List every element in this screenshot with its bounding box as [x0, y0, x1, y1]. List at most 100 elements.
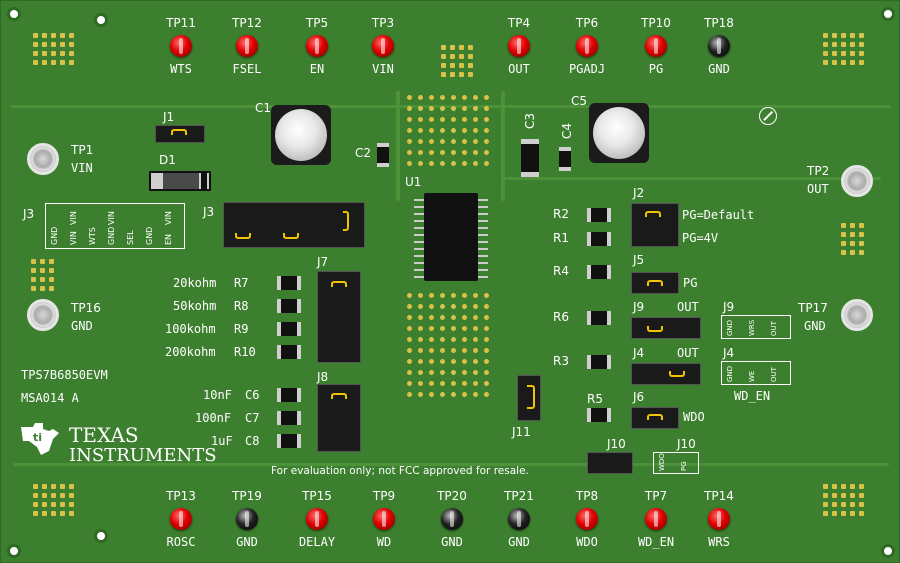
via [418, 139, 423, 144]
j9-shunt[interactable] [647, 326, 663, 332]
tp-tp19-probe[interactable] [236, 508, 258, 530]
via [473, 315, 478, 320]
via [429, 359, 434, 364]
tp-tp13-probe[interactable] [170, 508, 192, 530]
pad [40, 277, 45, 282]
via [473, 139, 478, 144]
pad [49, 268, 54, 273]
mounting-hole-bottom-right [881, 544, 895, 558]
tp-tp9-probe[interactable] [373, 508, 395, 530]
tp-tp3-probe[interactable] [372, 35, 394, 57]
pad [40, 268, 45, 273]
corner-pads-top-left [33, 33, 74, 65]
via [473, 337, 478, 342]
j10-ref-right: J10 [677, 437, 696, 451]
via-pads-right [841, 223, 864, 255]
r6-resistor [587, 311, 611, 325]
ti-logo-line1: TEXAS [69, 423, 139, 447]
j9-header [631, 317, 701, 339]
pad [841, 484, 846, 489]
via [440, 304, 445, 309]
j3-shunt-3[interactable] [343, 211, 349, 231]
tp-ref-tp9: TP9 [372, 489, 396, 503]
pad [841, 493, 846, 498]
pad [60, 33, 65, 38]
tp2-ref: TP2 [807, 164, 830, 178]
via [407, 304, 412, 309]
u1-pin-left [414, 241, 424, 243]
tp17-gnd-terminal[interactable] [841, 299, 873, 331]
via [429, 106, 434, 111]
pad [823, 51, 828, 56]
pad [832, 51, 837, 56]
via [451, 304, 456, 309]
pad [859, 42, 864, 47]
j10-header [587, 452, 633, 474]
tp-tp11-probe[interactable] [170, 35, 192, 57]
tp-net-tp18: GND [708, 62, 730, 76]
j3-shunt-2[interactable] [283, 233, 299, 239]
tp16-gnd-terminal[interactable] [27, 299, 59, 331]
j11-shunt[interactable] [527, 385, 535, 409]
pad [468, 63, 473, 68]
j2-shunt[interactable] [645, 211, 661, 217]
via [462, 370, 467, 375]
tp-tp12-probe[interactable] [236, 35, 258, 57]
tp-tp20-probe[interactable] [441, 508, 463, 530]
tp-tp14-probe[interactable] [708, 508, 730, 530]
pad [33, 493, 38, 498]
via [418, 337, 423, 342]
via [473, 128, 478, 133]
via [462, 315, 467, 320]
j1-shunt[interactable] [171, 129, 187, 135]
via [407, 337, 412, 342]
j6-shunt[interactable] [647, 414, 663, 420]
via [418, 117, 423, 122]
tp-tp15-probe[interactable] [306, 508, 328, 530]
tp-tp10-probe[interactable] [645, 35, 667, 57]
j8-shunt[interactable] [331, 393, 347, 399]
pg-default-label: PG=Default [682, 208, 755, 222]
via [429, 139, 434, 144]
tp-tp8-probe[interactable] [576, 508, 598, 530]
pad [441, 72, 446, 77]
tp-tp21-probe[interactable] [508, 508, 530, 530]
j4-pin-label-box [721, 361, 791, 385]
u1-pin-right [478, 276, 488, 278]
via [473, 392, 478, 397]
tp2-out-terminal[interactable] [841, 165, 873, 197]
pad [69, 511, 74, 516]
j5-shunt[interactable] [647, 280, 663, 286]
ti-logo-icon: ti [19, 419, 61, 457]
j3-pin-label: GND [50, 226, 59, 245]
tp-tp7-probe[interactable] [645, 508, 667, 530]
tp-ref-tp19: TP19 [232, 489, 262, 503]
tp-tp5-probe[interactable] [306, 35, 328, 57]
j8-ref: J8 [317, 370, 329, 384]
tp-ref-tp12: TP12 [232, 16, 262, 30]
via [451, 315, 456, 320]
via [418, 370, 423, 375]
via [451, 293, 456, 298]
pg-4v-label: PG=4V [682, 231, 719, 245]
u1-pin-right [478, 262, 488, 264]
tp1-vin-terminal[interactable] [27, 143, 59, 175]
j4-shunt[interactable] [669, 371, 685, 377]
tp-tp6-probe[interactable] [576, 35, 598, 57]
pad [31, 286, 36, 291]
tp-ref-tp4: TP4 [507, 16, 531, 30]
tp-net-tp6: PGADJ [568, 62, 606, 76]
via [451, 117, 456, 122]
via [462, 106, 467, 111]
j3-top-pin-label: VIN [69, 211, 78, 225]
pad [841, 33, 846, 38]
j3-pin-label: EN [164, 233, 173, 245]
via [440, 95, 445, 100]
j3-shunt-1[interactable] [235, 233, 251, 239]
tp-tp18-probe[interactable] [708, 35, 730, 57]
j11-ref: J11 [512, 425, 531, 439]
j7-shunt[interactable] [331, 281, 347, 287]
tp-tp4-probe[interactable] [508, 35, 530, 57]
via [429, 95, 434, 100]
pad [850, 241, 855, 246]
